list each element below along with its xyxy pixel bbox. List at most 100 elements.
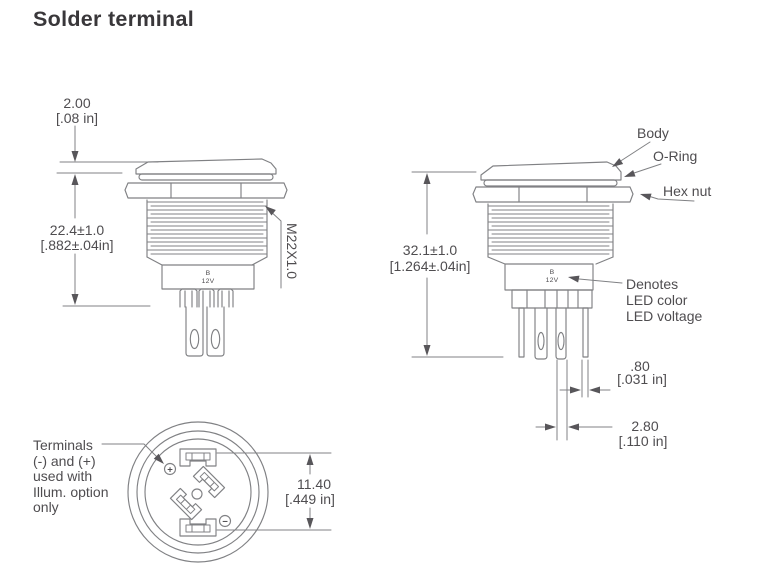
positive-terminal-marker bbox=[163, 462, 177, 476]
led-marking-voltage: 12V bbox=[546, 277, 559, 284]
o-ring-band bbox=[483, 179, 618, 187]
terminals-note-line5: only bbox=[33, 499, 59, 515]
thread-spec-label: M22X1.0 bbox=[284, 223, 300, 279]
arrow-icon bbox=[545, 423, 556, 431]
right-side-view bbox=[411, 141, 695, 441]
arrow-icon bbox=[567, 273, 580, 283]
pin-2 bbox=[534, 307, 548, 360]
terminals-note-line2: (-) and (+) bbox=[33, 453, 96, 469]
terminal-block bbox=[511, 289, 593, 309]
terminal-block-dividers bbox=[526, 289, 579, 309]
pin-3 bbox=[555, 307, 567, 360]
button-cap bbox=[480, 161, 622, 181]
overall-length-dim-mm: 32.1±1.0 bbox=[403, 242, 458, 258]
minus-symbol: − bbox=[222, 517, 228, 528]
hex-nut-facets bbox=[518, 186, 588, 203]
left-side-view bbox=[56, 125, 288, 357]
pin-thickness-dim-mm: .80 bbox=[630, 358, 650, 374]
marking-note-leader bbox=[578, 278, 623, 284]
collar-taper bbox=[146, 256, 268, 266]
terminal-diagonal-upper bbox=[192, 465, 226, 499]
hex-nut-label: Hex nut bbox=[663, 183, 711, 199]
plus-symbol: + bbox=[167, 465, 173, 476]
marking-note-line3: LED voltage bbox=[626, 308, 702, 324]
housing-circle-inner bbox=[144, 438, 252, 546]
solder-lug-right-hole bbox=[210, 328, 221, 350]
arrow-icon bbox=[622, 169, 636, 181]
terminal-top-detail bbox=[185, 452, 211, 461]
pin-spacing-dim-mm: 2.80 bbox=[631, 418, 658, 434]
arrow-icon bbox=[306, 454, 314, 465]
arrow-icon bbox=[639, 190, 652, 201]
body-length-dim-mm: 22.4±1.0 bbox=[50, 222, 105, 238]
terminal-diagonal-lower bbox=[169, 487, 203, 521]
cap-height-dim-in: [.08 in] bbox=[56, 110, 98, 126]
arrow-icon bbox=[570, 386, 581, 394]
pin-3-hole bbox=[557, 331, 565, 351]
terminal-stubs bbox=[179, 288, 234, 308]
thread-lines bbox=[146, 201, 268, 255]
terminals-note-line4: Illum. option bbox=[33, 484, 108, 500]
page-title: Solder terminal bbox=[33, 7, 194, 31]
led-marking-color: B bbox=[550, 269, 555, 276]
hex-nut-facets bbox=[170, 182, 242, 199]
terminal-span-dim-in: [.449 in] bbox=[285, 491, 335, 507]
arrow-icon bbox=[423, 345, 431, 356]
solder-lug-left bbox=[185, 306, 204, 357]
thread-lines bbox=[487, 205, 614, 255]
hex-nut-outline bbox=[124, 182, 288, 199]
body-leader bbox=[615, 141, 651, 165]
overall-length-dim-in: [1.264±.04in] bbox=[390, 258, 471, 274]
pin-thickness-dim-lines bbox=[559, 359, 611, 398]
cap-height-dim-mm: 2.00 bbox=[63, 95, 90, 111]
terminals-note-line1: Terminals bbox=[33, 437, 93, 453]
pin-spacing-dim-lines bbox=[535, 359, 613, 441]
pin-thickness-dim-in: [.031 in] bbox=[617, 371, 667, 387]
o-ring-band bbox=[138, 173, 274, 181]
collar-taper bbox=[487, 256, 614, 265]
body-length-dim-lines bbox=[62, 184, 151, 307]
pin-2-hole bbox=[537, 331, 545, 351]
body-label: Body bbox=[637, 125, 669, 141]
terminals-note-line3: used with bbox=[33, 468, 92, 484]
terminal-span-dim-lines bbox=[216, 452, 332, 531]
arrow-icon bbox=[589, 386, 600, 394]
arrow-icon bbox=[423, 173, 431, 184]
hex-nut-outline bbox=[472, 186, 634, 203]
negative-terminal-marker bbox=[218, 514, 232, 528]
pin-spacing-dim-in: [.110 in] bbox=[619, 433, 668, 449]
thread-spec-leader bbox=[267, 208, 282, 289]
thread-edges bbox=[487, 203, 614, 258]
marking-note-line1: Denotes bbox=[626, 276, 678, 292]
overall-length-dim-lines bbox=[411, 171, 504, 358]
center-hole bbox=[191, 488, 203, 500]
arrow-icon bbox=[71, 174, 79, 185]
collar bbox=[161, 264, 255, 290]
thread-edges bbox=[146, 199, 268, 258]
marking-note-line2: LED color bbox=[626, 292, 688, 308]
housing-circle-outer bbox=[127, 421, 269, 563]
bottom-view bbox=[101, 421, 332, 563]
led-marking-color: B bbox=[206, 270, 211, 277]
terminal-top bbox=[179, 448, 217, 467]
terminal-bottom bbox=[179, 518, 217, 537]
pin-4 bbox=[582, 307, 589, 358]
arrow-icon bbox=[71, 151, 79, 162]
terminal-bottom-detail bbox=[185, 524, 211, 533]
drawing-labels: Solder terminal 2.00 [.08 in] 22.4±1.0 [… bbox=[33, 7, 711, 528]
button-cap bbox=[135, 158, 277, 175]
solder-lug-left-hole bbox=[189, 328, 200, 350]
terminal-span-dim-mm: 11.40 bbox=[297, 476, 331, 492]
cap-height-dim-lines bbox=[56, 125, 159, 174]
o-ring-label: O-Ring bbox=[653, 148, 697, 164]
led-marking-voltage: 12V bbox=[202, 278, 215, 285]
arrow-icon bbox=[306, 518, 314, 529]
arrow-icon bbox=[568, 423, 579, 431]
body-length-dim-in: [.882±.04in] bbox=[40, 237, 113, 253]
housing-circle-middle bbox=[136, 430, 260, 554]
pin-1 bbox=[518, 307, 525, 358]
solder-lug-right bbox=[206, 306, 225, 357]
terminals-note-leader bbox=[101, 443, 157, 457]
